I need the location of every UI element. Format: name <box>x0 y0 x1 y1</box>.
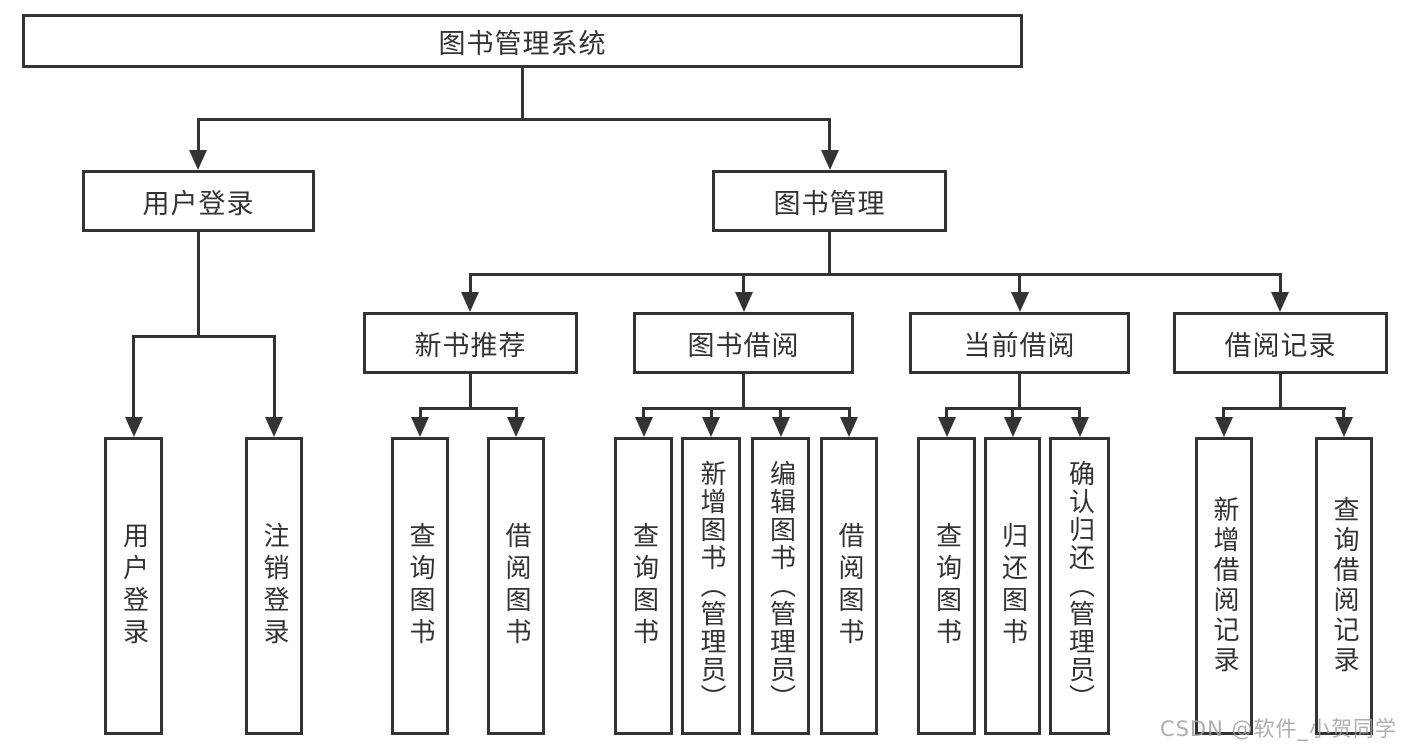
leaf-edit-books-admin: 编辑图书（管理员） <box>751 437 810 735</box>
arrow-down-icon <box>635 417 653 437</box>
node-label: 查询图书 <box>405 522 435 650</box>
node-label: 当前借阅 <box>963 330 1076 362</box>
connector-vline <box>779 407 782 419</box>
node-label: 查询图书 <box>931 522 962 650</box>
connector-vline <box>1222 407 1225 419</box>
connector-vline <box>1342 407 1345 419</box>
connector-vline <box>1078 407 1081 419</box>
connector-vline <box>515 407 518 419</box>
connector-vline <box>1011 407 1014 419</box>
connector-hline <box>642 407 851 410</box>
connector-hline <box>419 407 518 410</box>
leaf-query-borrow-record: 查询借阅记录 <box>1315 437 1373 735</box>
arrow-down-icon <box>1011 292 1029 312</box>
leaf-return-books: 归还图书 <box>984 437 1041 735</box>
connector-vline <box>1018 374 1021 407</box>
node-label: 确认归还（管理员） <box>1064 460 1095 712</box>
connector-hline <box>469 273 1282 276</box>
arrow-down-icon <box>1215 417 1233 437</box>
connector-vline <box>1279 374 1282 407</box>
connector-vline <box>642 407 645 419</box>
arrow-down-icon <box>507 417 525 437</box>
connector-vline <box>828 118 831 152</box>
connector-vline <box>742 374 745 407</box>
leaf-query-books-borrowing: 查询图书 <box>614 437 673 735</box>
arrow-down-icon <box>840 417 858 437</box>
connector-vline <box>521 68 524 118</box>
leaf-query-books-recommend: 查询图书 <box>391 437 449 735</box>
node-label: 查询图书 <box>628 522 659 650</box>
connector-hline <box>132 335 276 338</box>
leaf-query-books-current: 查询图书 <box>917 437 976 735</box>
connector-hline <box>1222 407 1346 410</box>
connector-vline <box>848 407 851 419</box>
leaf-borrow-books-recommend: 借阅图书 <box>487 437 545 735</box>
node-label: 查询借阅记录 <box>1329 496 1359 676</box>
node-root-library-system: 图书管理系统 <box>22 14 1023 68</box>
connector-vline <box>469 374 472 407</box>
connector-vline <box>742 273 745 294</box>
node-label: 注销登录 <box>259 522 289 650</box>
connector-vline <box>945 407 948 419</box>
arrow-down-icon <box>938 417 956 437</box>
node-borrowing-records: 借阅记录 <box>1173 312 1388 374</box>
node-label: 编辑图书（管理员） <box>765 460 796 712</box>
csdn-watermark: CSDN @软件_小贺同学 <box>1159 717 1397 741</box>
arrow-down-icon <box>821 150 839 170</box>
connector-vline <box>419 407 422 419</box>
node-label: 图书借阅 <box>687 330 800 362</box>
node-label: 新增图书（管理员） <box>696 460 726 712</box>
connector-hline <box>197 118 831 121</box>
node-label: 借阅记录 <box>1224 330 1337 362</box>
arrow-down-icon <box>702 417 720 437</box>
leaf-add-borrow-record: 新增借阅记录 <box>1195 437 1253 735</box>
connector-vline <box>273 335 276 419</box>
leaf-confirm-return-admin: 确认归还（管理员） <box>1049 437 1110 735</box>
arrow-down-icon <box>1271 292 1289 312</box>
node-label: 归还图书 <box>997 522 1028 650</box>
connector-vline <box>710 407 713 419</box>
node-label: 用户登录 <box>142 188 255 220</box>
connector-vline <box>469 273 472 294</box>
leaf-logout: 注销登录 <box>245 437 303 735</box>
node-current-borrowing: 当前借阅 <box>909 312 1130 374</box>
arrow-down-icon <box>772 417 790 437</box>
node-label: 新增借阅记录 <box>1209 496 1239 676</box>
node-label: 用户登录 <box>118 522 149 650</box>
connector-vline <box>828 232 831 273</box>
arrow-down-icon <box>189 150 207 170</box>
connector-vline <box>132 335 135 419</box>
leaf-user-login: 用户登录 <box>104 437 163 735</box>
connector-vline <box>197 232 200 335</box>
node-book-management: 图书管理 <box>712 170 947 232</box>
arrow-down-icon <box>735 292 753 312</box>
node-label: 图书管理系统 <box>438 28 607 60</box>
arrow-down-icon <box>411 417 429 437</box>
arrow-down-icon <box>1335 417 1353 437</box>
connector-vline <box>1279 273 1282 294</box>
arrow-down-icon <box>461 292 479 312</box>
arrow-down-icon <box>265 417 283 437</box>
connector-vline <box>1018 273 1021 294</box>
leaf-borrow-books-borrowing: 借阅图书 <box>820 437 878 735</box>
node-user-login: 用户登录 <box>82 170 315 232</box>
node-label: 借阅图书 <box>501 522 531 650</box>
arrow-down-icon <box>1004 417 1022 437</box>
arrow-down-icon <box>1071 417 1089 437</box>
node-label: 借阅图书 <box>834 522 864 650</box>
node-label: 图书管理 <box>773 188 886 220</box>
node-book-borrowing: 图书借阅 <box>633 312 854 374</box>
node-new-book-recommend: 新书推荐 <box>363 312 578 374</box>
connector-vline <box>197 118 200 152</box>
leaf-add-books-admin: 新增图书（管理员） <box>681 437 741 735</box>
node-label: 新书推荐 <box>414 330 527 362</box>
arrow-down-icon <box>125 417 143 437</box>
